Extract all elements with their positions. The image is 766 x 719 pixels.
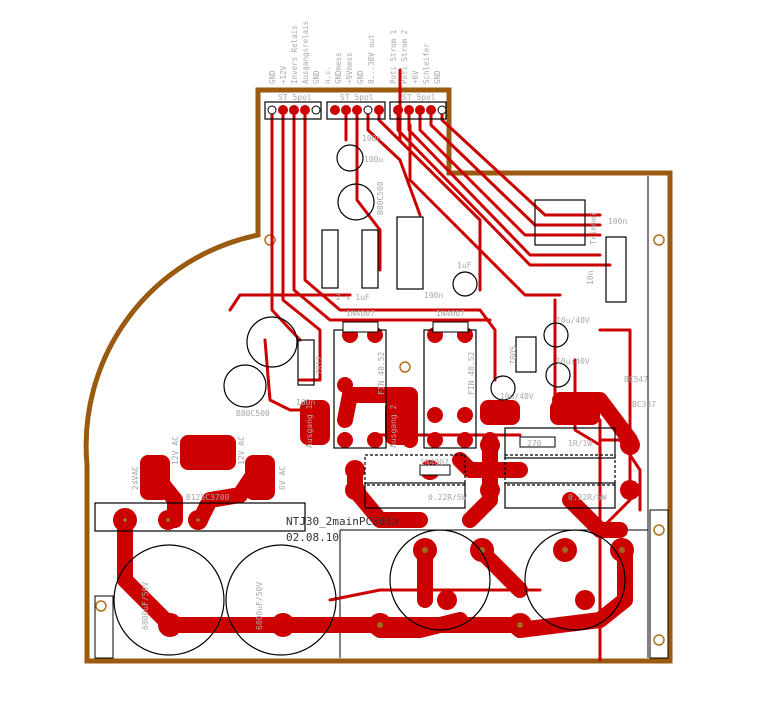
label-r-270: 270 — [527, 439, 542, 448]
pin-label: n.c. — [323, 66, 332, 84]
label-bridge-b80: B80C500 — [236, 409, 270, 418]
label-c-100n-ic: 100n — [424, 291, 443, 300]
pin-label: Poti Strom 2 — [400, 30, 409, 84]
pin-label: GND — [433, 70, 442, 84]
label-r-022-b: 0.22R/5W — [568, 493, 607, 502]
pin-label: +9Vmess — [345, 52, 354, 84]
pin-label: GND — [312, 70, 321, 84]
pin-label: GNDmess — [334, 52, 343, 84]
label-reg-7812: 7812 — [315, 356, 324, 375]
mounting-hole-icon — [264, 234, 276, 246]
pin-label: GND — [268, 70, 277, 84]
label-ac-12v-b: 12V AC — [237, 436, 246, 465]
label-c-100n-7812: 100n — [296, 398, 315, 407]
label-c-100n-r: 100n — [608, 217, 627, 226]
label-c-10u-b: 10u/40V — [556, 316, 590, 325]
component-outlines — [94, 144, 627, 656]
component-labels: 100n 100u B80C500 2 x 1uF 1uF 100n 1N400… — [131, 134, 656, 630]
label-c-1uf: 1uF — [457, 261, 472, 270]
label-c-10u-a: 10u/40V — [500, 392, 534, 401]
label-d-1n4007-c: 1N4007 — [420, 458, 449, 467]
mounting-hole-icon — [653, 234, 665, 246]
board-title: NTJ30_2mainPCB01a — [286, 515, 399, 528]
connector-1-label: ST 5pol — [278, 93, 312, 102]
label-relay-b: FIN 40.52 — [467, 351, 476, 395]
pin-label: GND — [356, 70, 365, 84]
label-r-1r: 1R/1W — [568, 439, 592, 448]
pin-label: 0...30V out — [367, 34, 376, 84]
label-c-100n-top: 100n — [362, 134, 381, 143]
pin-label: +6V — [411, 70, 420, 84]
pin-label: +12V — [279, 65, 288, 84]
label-c-10n: 10n — [586, 270, 595, 285]
label-c-big-a: 6800uF/50V — [141, 582, 150, 630]
label-out-2: Ausgang 2 — [389, 404, 398, 448]
label-relay-a: FIN 40.52 — [377, 351, 386, 395]
label-bridge-big: B125C3700 — [186, 493, 230, 502]
label-c-big-b: 6800uF/50V — [255, 582, 264, 630]
pin-label: Ausgangsrelais — [301, 21, 310, 84]
label-c-10u-c: 10u/40V — [556, 357, 590, 366]
label-d-1n4007-a: 1N4007 — [346, 309, 375, 318]
mounting-hole-icon — [653, 524, 665, 536]
label-ac-6v: 6V AC — [278, 466, 287, 490]
pin-label: Schleifer — [422, 43, 431, 84]
connector-3-label: ST 5pol — [402, 93, 436, 102]
label-d-1n4007-b: 1N4007 — [436, 309, 465, 318]
label-c-2x1uf: 2 x 1uF — [336, 293, 370, 302]
label-r-022-a: 0.22R/5W — [428, 493, 467, 502]
label-ac-24v: 24VAC — [131, 466, 140, 490]
mounting-hole-icon — [95, 600, 107, 612]
mounting-hole-icon — [399, 361, 411, 373]
label-trimmer: Trimmer — [589, 211, 598, 245]
label-t-bc337: BC337 — [632, 400, 656, 409]
label-ac-12v-a: 12V AC — [171, 436, 180, 465]
label-reg-7805: 7805 — [509, 346, 518, 365]
connector-pin-labels: GND +12V Invers Relais Ausgangsrelais GN… — [268, 21, 442, 84]
label-c-100u: 100u — [364, 155, 383, 164]
pin-label: Poti Strom 1 — [389, 30, 398, 84]
mounting-holes — [95, 234, 665, 646]
label-bridge-small: B80C500 — [376, 181, 385, 215]
connector-2-label: ST 5pol — [340, 93, 374, 102]
pin-label: Invers Relais — [290, 25, 299, 84]
label-t-bc547: BC547 — [624, 375, 648, 384]
mounting-hole-icon — [653, 634, 665, 646]
label-out-1: Ausgang 1 — [305, 404, 314, 448]
connectors: ST 5pol ST 5pol ST 5pol — [264, 93, 447, 120]
board-date: 02.08.10 — [286, 531, 339, 544]
